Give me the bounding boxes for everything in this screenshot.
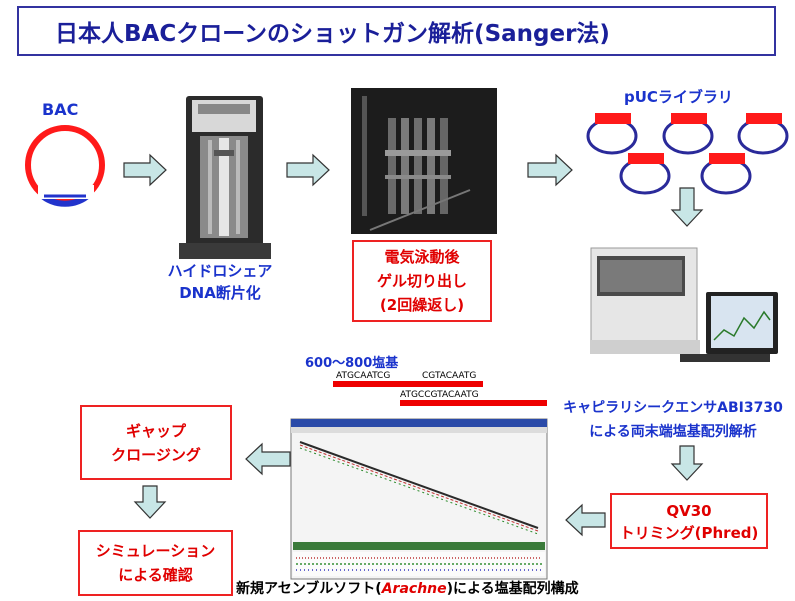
- hydroshear-label: ハイドロシェア DNA断片化: [150, 260, 290, 304]
- puc-plasmid-icon: [586, 113, 789, 195]
- sequence-3: ATGCCGTACAATG: [400, 390, 479, 400]
- flow-arrows: [123, 153, 704, 537]
- assembly-caption-prefix: 新規アセンブルソフト(: [236, 581, 382, 597]
- qv30-label-line2: トリミング(Phred): [619, 524, 759, 542]
- gap-label-line2: クロージング: [111, 446, 201, 464]
- assembly-caption: 新規アセンブルソフト(Arachne)による塩基配列構成: [236, 578, 579, 598]
- arrow-down-icon: [670, 187, 704, 227]
- gel-label-line1: 電気泳動後: [384, 248, 460, 266]
- simulation-box: シミュレーション による確認: [78, 530, 233, 596]
- hydroshear-device-image: [179, 96, 271, 259]
- sim-label-line1: シミュレーション: [95, 542, 216, 560]
- arrow-left-icon: [565, 503, 606, 537]
- arrow-down-icon: [133, 485, 167, 519]
- gel-label-line3: (2回繰返し): [379, 296, 465, 314]
- assembly-caption-suffix: )による塩基配列構成: [446, 581, 579, 597]
- page-title: 日本人BACクローンのショットガン解析(Sanger法): [55, 21, 610, 47]
- title-box: [17, 6, 776, 56]
- gap-closing-box: ギャップ クロージング: [80, 405, 232, 480]
- sequencer-image: [590, 247, 778, 362]
- sim-label-line2: による確認: [118, 566, 193, 584]
- sequencer-label: キャピラリシークエンサABI3730 による両末端塩基配列解析: [553, 396, 793, 444]
- read-length-label: 600～800塩基: [305, 356, 399, 371]
- sequence-2: CGTACAATG: [422, 371, 477, 381]
- arrow-right-icon: [286, 153, 330, 187]
- qv30-box: QV30 トリミング(Phred): [610, 493, 768, 549]
- arrow-right-icon: [527, 153, 573, 187]
- hydroshear-label-line1: ハイドロシェア: [167, 262, 273, 280]
- bac-label: BAC: [42, 100, 79, 119]
- gel-label-line2: ゲル切り出し: [376, 272, 467, 290]
- arrow-down-icon: [670, 445, 704, 481]
- puc-library-label: pUCライブラリ: [624, 88, 733, 106]
- gel-label-box: 電気泳動後 ゲル切り出し (2回繰返し): [352, 240, 492, 322]
- gap-label-line1: ギャップ: [125, 422, 186, 440]
- sequence-1: ATGCAATCG: [336, 371, 391, 381]
- assembly-software-name: Arachne: [381, 581, 447, 597]
- sequencer-label-line2: による両末端塩基配列解析: [589, 424, 757, 440]
- assembly-screenshot-image: [290, 418, 548, 580]
- gel-image: [351, 88, 497, 234]
- sequencer-label-line1: キャピラリシークエンサABI3730: [563, 400, 783, 416]
- bac-ring-icon: [25, 125, 105, 207]
- arrow-left-icon: [245, 442, 291, 476]
- arrow-right-icon: [123, 153, 167, 187]
- hydroshear-label-line2: DNA断片化: [179, 284, 261, 302]
- read-bars: [333, 381, 547, 406]
- qv30-label-line1: QV30: [666, 502, 712, 520]
